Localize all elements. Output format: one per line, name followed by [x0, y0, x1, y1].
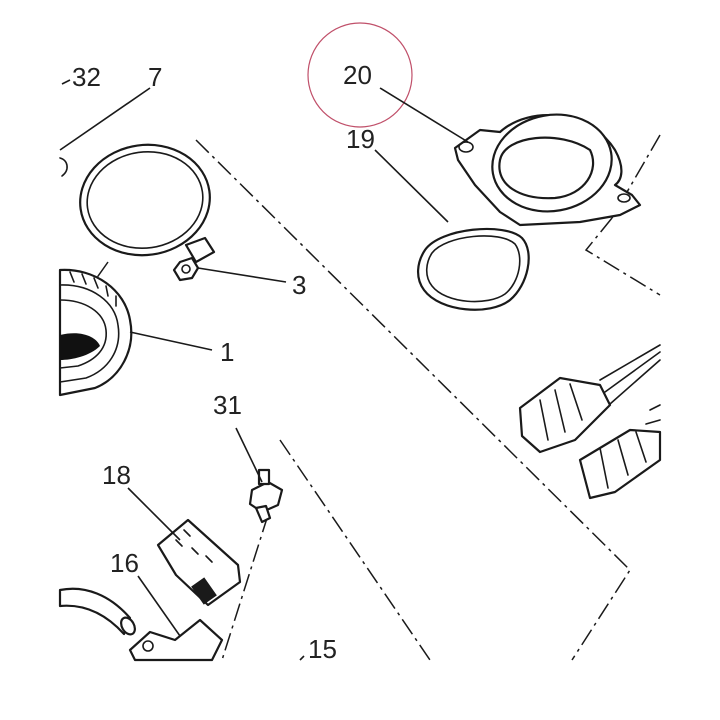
- assembly-line-right: [584, 217, 661, 296]
- callout-7: 7: [148, 62, 162, 92]
- connector-a[interactable]: [518, 376, 612, 454]
- callout-32: 32: [72, 62, 101, 92]
- callout-labels: 32 7 3 1 20 19 31 18 16 15: [72, 60, 375, 664]
- red-circle-mark: [307, 22, 413, 128]
- map-sensor-part-18[interactable]: [156, 518, 242, 607]
- callout-20: 20: [343, 60, 372, 90]
- intake-flange-part-20[interactable]: [453, 105, 642, 227]
- leader-lines: [59, 79, 469, 661]
- callout-19: 19: [346, 124, 375, 154]
- sensor-bolt-part-31[interactable]: [248, 468, 284, 524]
- assembly-line-lower: [279, 439, 431, 661]
- assembly-line-main: [195, 139, 631, 661]
- rubber-boot-part-1[interactable]: [58, 268, 133, 397]
- callout-16: 16: [110, 548, 139, 578]
- callout-31: 31: [213, 390, 242, 420]
- wiring-connectors[interactable]: [518, 344, 662, 500]
- callout-18: 18: [102, 460, 131, 490]
- connector-b[interactable]: [578, 428, 662, 500]
- callout-1: 1: [220, 337, 234, 367]
- callout-15: 15: [308, 634, 337, 664]
- callout-3: 3: [292, 270, 306, 300]
- hose-clamp-part-7[interactable]: [73, 136, 217, 282]
- clamp-screw-part-3[interactable]: [172, 256, 200, 282]
- gasket-part-19[interactable]: [417, 227, 530, 311]
- vacuum-hose-part-16[interactable]: [58, 587, 224, 662]
- hose-end-part-32: [59, 157, 68, 177]
- assembly-line-sensor: [221, 514, 269, 661]
